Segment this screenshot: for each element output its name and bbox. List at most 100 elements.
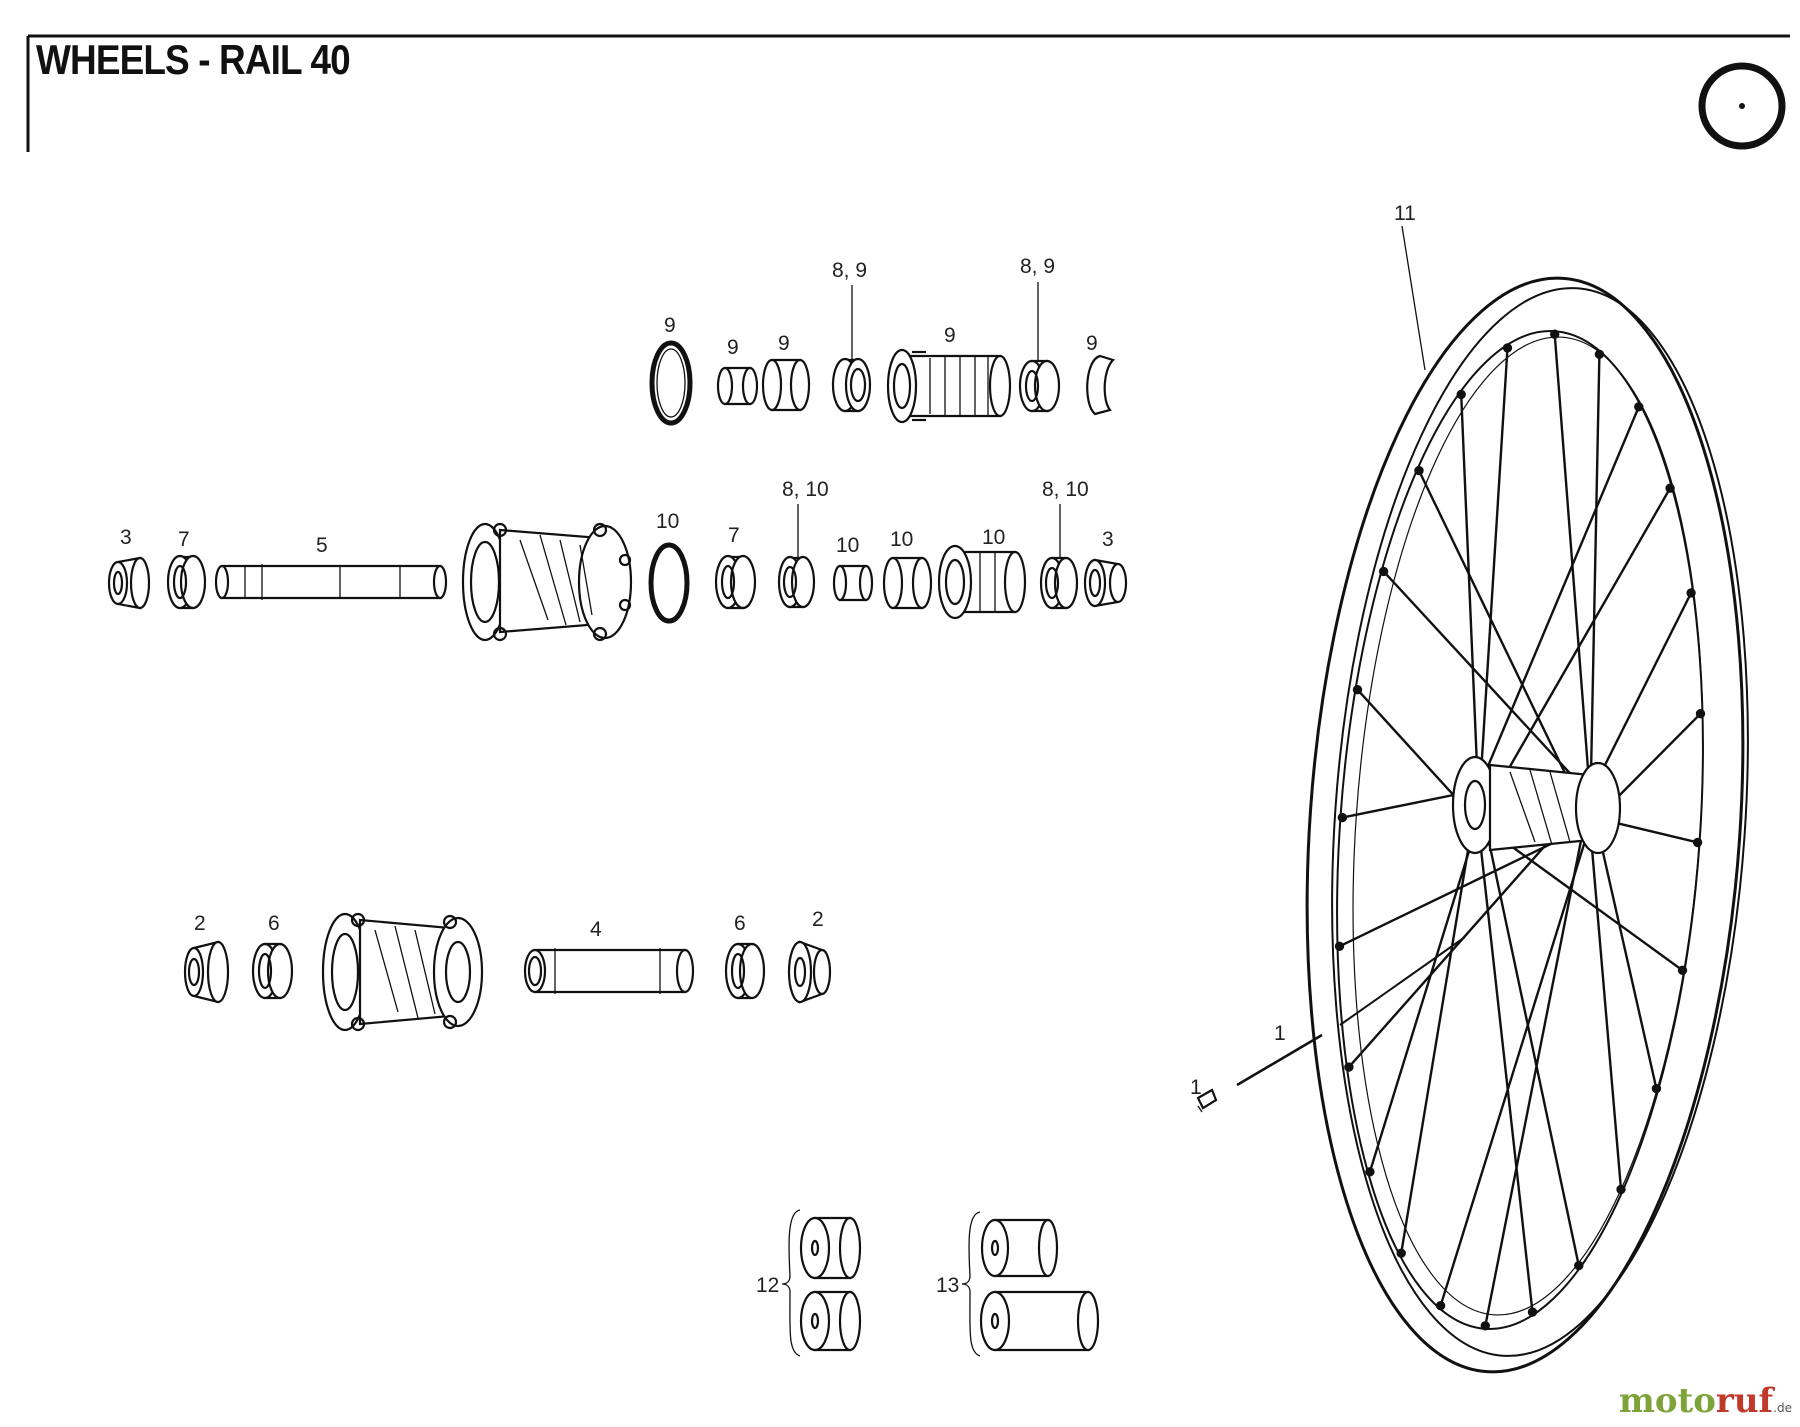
part-bearing: [1018, 359, 1061, 413]
label-part: 10: [656, 510, 679, 533]
part-bearing: [724, 942, 766, 1000]
label-part: 8, 9: [832, 259, 867, 282]
wheel-circle-icon: [1698, 62, 1786, 150]
part-front-hub-shell: [321, 912, 484, 1032]
part-spacer-small: [716, 366, 759, 406]
label-part: 9: [778, 332, 790, 355]
part-end-cap: [787, 940, 832, 1004]
part-spacer-small: [832, 564, 874, 602]
wheel-spoke: [1476, 347, 1509, 823]
label-part: 9: [1086, 332, 1098, 355]
part-seal-ring: [648, 542, 690, 624]
wheel-spoke: [1476, 406, 1640, 791]
part-bearing: [251, 942, 294, 1000]
wheel-spoke: [1588, 824, 1623, 1190]
wheel-spoke: [1368, 821, 1480, 1173]
spoke-nipple: [1334, 941, 1345, 951]
callout-labels: 11 8, 9 8, 9 9 9 9 9 9 8, 10 8, 10 3 7 5…: [120, 202, 1416, 1297]
spoke-nipple: [1665, 483, 1675, 493]
spoke-nipple: [1344, 1062, 1354, 1072]
label-spoke: 1: [1274, 1022, 1286, 1045]
label-part: 6: [734, 912, 746, 935]
part-bearing: [831, 357, 872, 413]
part-bearing: [777, 555, 816, 609]
row3-front-hub-parts: [183, 912, 832, 1032]
kit-12-end-caps: [781, 1209, 862, 1357]
spoke-nipple: [1337, 812, 1348, 823]
spoke-nipple: [1378, 566, 1389, 577]
complete-wheel: [1196, 276, 1749, 1374]
watermark-suffix: .de: [1773, 1401, 1792, 1415]
spoke-nipple: [1549, 329, 1560, 339]
label-nipple: 1: [1190, 1076, 1202, 1099]
wheel-hub: [1451, 755, 1622, 855]
spoke-nipple: [1527, 1307, 1538, 1317]
part-snap-ring: [649, 340, 693, 426]
label-part: 3: [1102, 528, 1114, 551]
label-part: 2: [194, 912, 206, 935]
label-part: 7: [728, 524, 740, 547]
label-part: 2: [812, 908, 824, 931]
part-freehub-driver: [937, 544, 1027, 620]
spoke-nipple: [1651, 1083, 1662, 1094]
part-end-cap: [183, 940, 230, 1004]
spoke-nipple: [1480, 1321, 1491, 1331]
watermark-part2: ruf: [1715, 1381, 1774, 1421]
part-bearing: [714, 554, 757, 610]
spoke-nipple: [1396, 1248, 1406, 1258]
wheel-spoke: [1460, 394, 1480, 791]
label-part: 9: [727, 336, 739, 359]
label-part: 10: [890, 528, 913, 551]
spoke-nipple: [1456, 389, 1466, 400]
spoke-nipple: [1616, 1184, 1626, 1195]
spoke-nipple: [1634, 402, 1644, 412]
label-part: 4: [590, 918, 602, 941]
wheel-spoke: [1588, 354, 1601, 826]
label-kit: 13: [936, 1274, 959, 1297]
label-part: 8, 10: [782, 478, 829, 501]
spoke-nipple: [1352, 685, 1363, 695]
watermark-logo: motoruf.de: [1619, 1381, 1792, 1421]
label-part: 8, 10: [1042, 478, 1089, 501]
part-rear-hub-shell: [461, 522, 633, 642]
wheel-spoke: [1588, 592, 1693, 796]
part-end-cap: [107, 556, 151, 610]
label-part: 5: [316, 534, 328, 557]
spoke-nipple: [1414, 465, 1424, 476]
label-part: 6: [268, 912, 280, 935]
wheel-spoke: [1417, 470, 1592, 826]
spoke-nipple: [1677, 965, 1688, 975]
row1-freehub-parts: [649, 340, 1116, 426]
part-spoke: [1196, 936, 1466, 1113]
spoke-nipple: [1594, 349, 1605, 359]
part-freehub-body: [886, 348, 1012, 424]
spoke-nipple: [1695, 709, 1706, 719]
label-part: 10: [982, 526, 1005, 549]
label-part: 8, 9: [1020, 255, 1055, 278]
spoke-nipple: [1574, 1260, 1584, 1271]
label-wheel: 11: [1394, 202, 1416, 225]
part-spacer-large: [761, 358, 811, 412]
label-part: 10: [836, 534, 859, 557]
watermark-part1: moto: [1618, 1381, 1716, 1421]
spoke-nipple: [1686, 588, 1696, 598]
label-part: 3: [120, 526, 132, 549]
spoke-nipple: [1435, 1300, 1446, 1311]
wheel-spoke: [1439, 824, 1592, 1307]
wheel-spoke: [1476, 821, 1534, 1313]
spoke-nipple: [1502, 343, 1513, 353]
part-rear-axle: [214, 564, 448, 600]
page-title: WHEELS - RAIL 40: [36, 36, 351, 83]
label-kit: 12: [756, 1274, 779, 1297]
part-spacer-large: [882, 556, 933, 610]
part-bearing: [1039, 556, 1079, 610]
kit-13-end-caps: [961, 1211, 1100, 1357]
part-circlip: [1086, 354, 1116, 416]
spoke-nipple: [1692, 837, 1703, 848]
wheel-spoke: [1476, 789, 1580, 1266]
row2-rear-hub-parts: [107, 522, 1128, 642]
spoke-nipple: [1365, 1167, 1375, 1177]
part-end-cap: [1083, 558, 1128, 608]
label-part: 9: [664, 314, 676, 337]
